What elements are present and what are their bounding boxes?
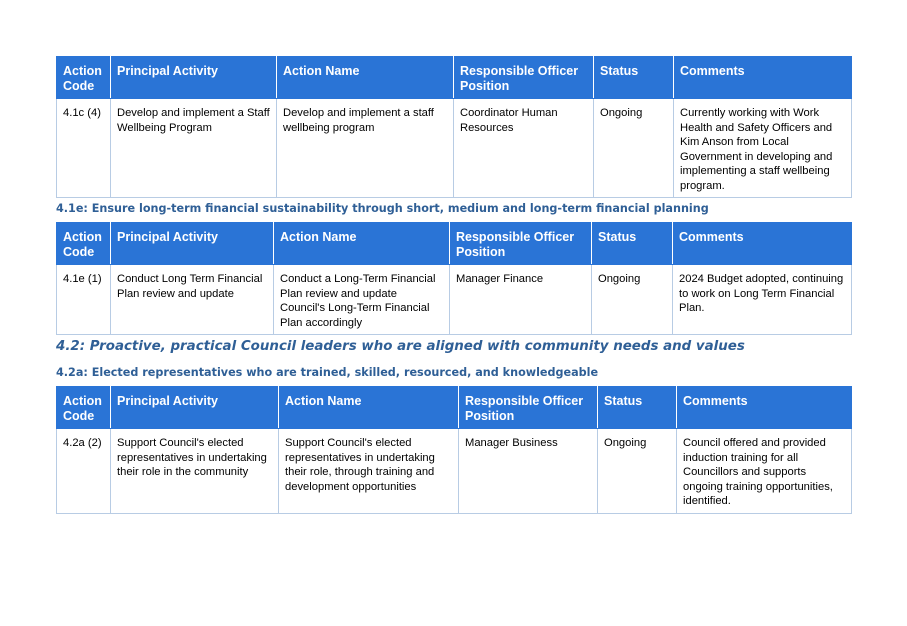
table-row: 4.2a (2) Support Council's elected repre… [56,428,852,514]
action-table-4-1e: Action Code Principal Activity Action Na… [56,222,852,335]
cell-principal-activity: Develop and implement a Staff Wellbeing … [110,98,277,198]
column-header-action-name: Action Name [273,222,450,265]
cell-comments: 2024 Budget adopted, continuing to work … [672,264,852,335]
table-header-row: Action Code Principal Activity Action Na… [56,222,852,265]
column-header-principal-activity: Principal Activity [110,386,279,429]
table-header-row: Action Code Principal Activity Action Na… [56,56,852,99]
cell-status: Ongoing [591,264,673,335]
column-header-action-code: Action Code [56,222,111,265]
cell-responsible-officer: Manager Finance [449,264,592,335]
cell-action-name: Support Council's elected representative… [278,428,459,514]
column-header-status: Status [593,56,674,99]
column-header-responsible-officer: Responsible Officer Position [458,386,598,429]
column-header-action-name: Action Name [276,56,454,99]
column-header-principal-activity: Principal Activity [110,56,277,99]
column-header-action-name: Action Name [278,386,459,429]
section-heading-4-1e: 4.1e: Ensure long-term financial sustain… [56,202,709,215]
action-table-4-2a: Action Code Principal Activity Action Na… [56,386,852,514]
cell-responsible-officer: Coordinator Human Resources [453,98,594,198]
column-header-responsible-officer: Responsible Officer Position [449,222,592,265]
cell-principal-activity: Conduct Long Term Financial Plan review … [110,264,274,335]
cell-action-code: 4.1e (1) [56,264,111,335]
cell-action-name: Develop and implement a staff wellbeing … [276,98,454,198]
cell-responsible-officer: Manager Business [458,428,598,514]
column-header-action-code: Action Code [56,56,111,99]
column-header-comments: Comments [676,386,852,429]
column-header-action-code: Action Code [56,386,111,429]
cell-status: Ongoing [593,98,674,198]
column-header-status: Status [591,222,673,265]
column-header-responsible-officer: Responsible Officer Position [453,56,594,99]
cell-action-code: 4.2a (2) [56,428,111,514]
section-heading-4-2: 4.2: Proactive, practical Council leader… [56,339,745,354]
column-header-comments: Comments [673,56,852,99]
column-header-comments: Comments [672,222,852,265]
table-row: 4.1e (1) Conduct Long Term Financial Pla… [56,264,852,335]
cell-comments: Currently working with Work Health and S… [673,98,852,198]
cell-action-name: Conduct a Long-Term Financial Plan revie… [273,264,450,335]
column-header-status: Status [597,386,677,429]
cell-action-code: 4.1c (4) [56,98,111,198]
action-table-4-1c: Action Code Principal Activity Action Na… [56,56,852,198]
section-heading-4-2a: 4.2a: Elected representatives who are tr… [56,366,599,379]
cell-principal-activity: Support Council's elected representative… [110,428,279,514]
cell-status: Ongoing [597,428,677,514]
column-header-principal-activity: Principal Activity [110,222,274,265]
table-header-row: Action Code Principal Activity Action Na… [56,386,852,429]
table-row: 4.1c (4) Develop and implement a Staff W… [56,98,852,198]
cell-comments: Council offered and provided induction t… [676,428,852,514]
